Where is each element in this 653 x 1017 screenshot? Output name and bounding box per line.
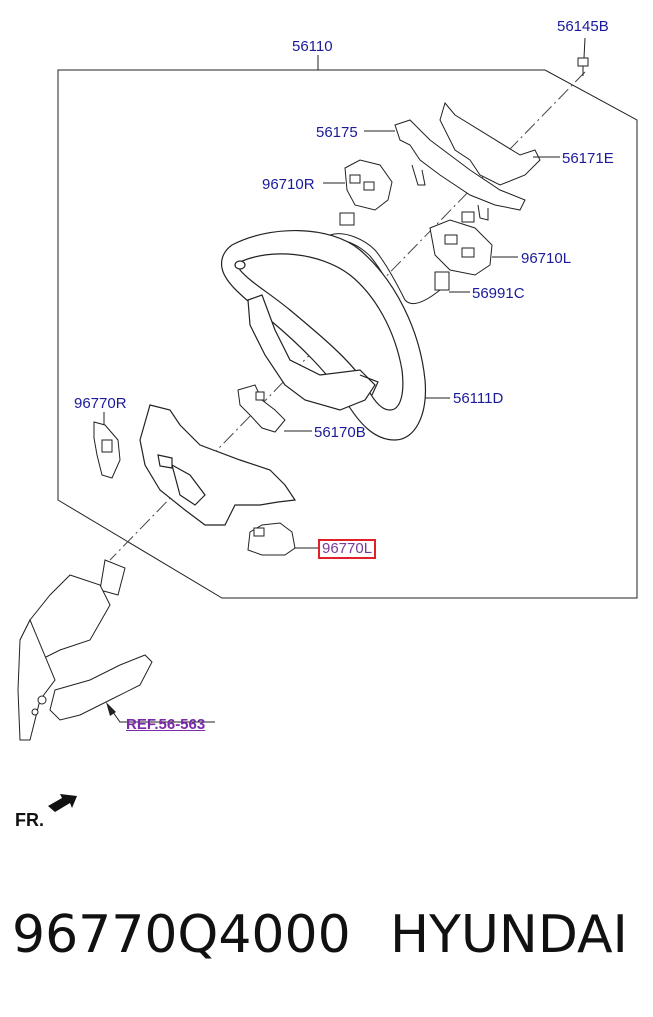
- label-96770r[interactable]: 96770R: [74, 395, 127, 412]
- label-96710l[interactable]: 96710L: [521, 250, 572, 267]
- part-number: 96770Q4000: [12, 905, 351, 965]
- switch-96710r: [339, 159, 393, 226]
- steering-column: [17, 559, 153, 741]
- bracket-56170b: [237, 384, 286, 433]
- assembly-frame: [57, 69, 638, 599]
- label-96770l-highlighted[interactable]: 96770L: [318, 539, 377, 559]
- label-56111d[interactable]: 56111D: [453, 390, 504, 407]
- bolt-56145b: [577, 37, 589, 76]
- bracket-56171e: [394, 101, 541, 221]
- label-56145b[interactable]: 56145B: [557, 18, 609, 35]
- label-56110[interactable]: 56110: [292, 38, 333, 55]
- reference-link-56-563[interactable]: REF.56-563: [126, 716, 206, 733]
- switch-96770l: [247, 522, 296, 556]
- label-56170b[interactable]: 56170B: [314, 424, 366, 441]
- label-96710r[interactable]: 96710R: [262, 176, 315, 193]
- steering-wheel-exploded-diagram: [17, 37, 638, 812]
- label-56175[interactable]: 56175: [316, 124, 358, 141]
- brand-name: HYUNDAI: [390, 905, 628, 965]
- switch-96710l: [429, 211, 493, 276]
- front-direction-label: FR.: [15, 810, 44, 830]
- switch-96770r: [93, 421, 121, 479]
- label-56991c[interactable]: 56991C: [472, 285, 525, 302]
- lower-cover: [139, 404, 297, 526]
- front-arrow-icon: [48, 794, 77, 812]
- steering-wheel-56111d: [220, 230, 427, 441]
- label-56171e[interactable]: 56171E: [562, 150, 614, 167]
